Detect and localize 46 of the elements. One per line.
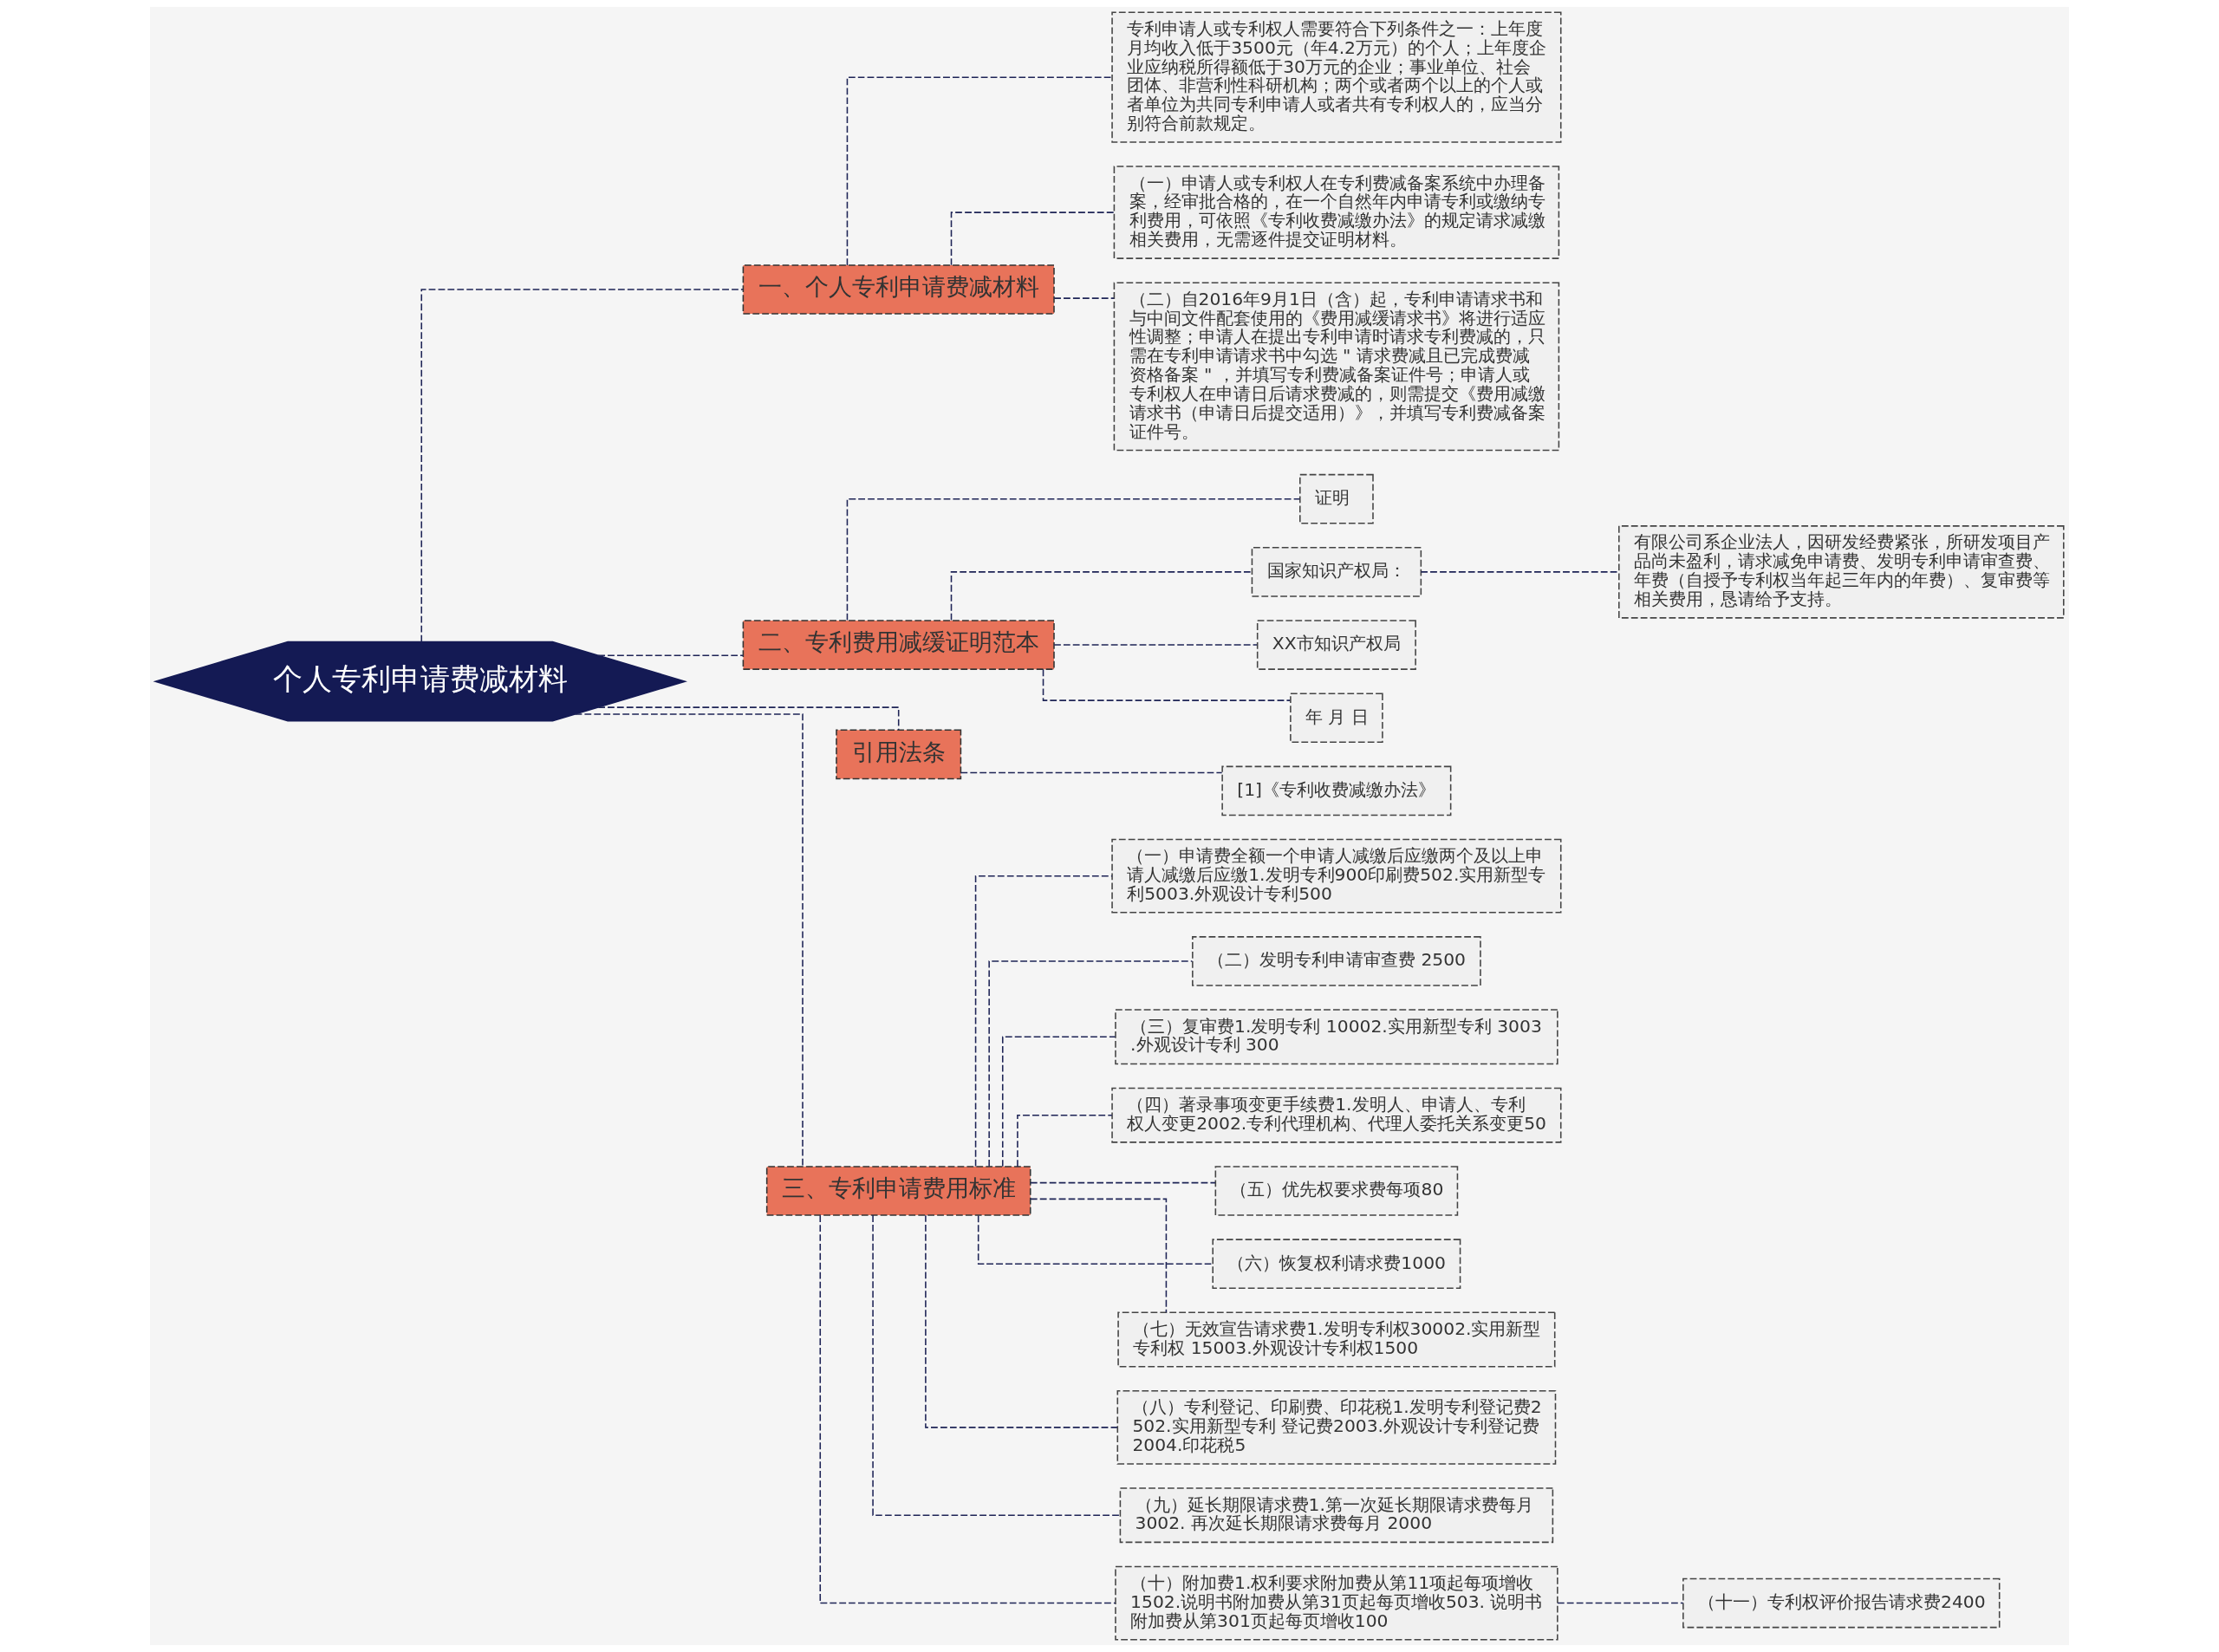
connector	[977, 1214, 1214, 1265]
node-box: （九）延长期限请求费1.第一次延长期限请求费每月 3002. 再次延长期限请求费每月 2000	[1119, 1487, 1554, 1544]
node-box: （二）发明专利申请审查费 2500	[1192, 936, 1481, 986]
node-box: （十一）专利权评价报告请求费2400	[1682, 1577, 2001, 1629]
node-box: [1]《专利收费减缴办法》	[1221, 765, 1452, 816]
connector	[925, 1214, 1118, 1428]
connector	[872, 1214, 1121, 1516]
connector	[1557, 1602, 1684, 1604]
node-box: （一）申请人或专利权人在专利费减备案系统中办理备案，经审批合格的，在一个自然年内申请专利或缴纳专利费用，可依照《专利收费减缴办法》的规定请求减缴相关费用，无需逐件提交证明材料。	[1113, 166, 1560, 259]
connector	[420, 289, 744, 643]
node-box: （四）著录事项变更手续费1.发明人、申请人、专利权人变更2002.专利代理机构、代理人委托关系变更50	[1111, 1087, 1562, 1143]
connector	[1053, 644, 1258, 646]
node-box: （八）专利登记、印刷费、印花税1.发明专利登记费2502.实用新型专利 登记费2003.外观设计专利登记费2004.印花税5	[1116, 1390, 1557, 1465]
connector	[988, 960, 1194, 1167]
node-box: （一）申请费全额一个申请人减缴后应缴两个及以上申请人减缴后应缴1.发明专利900印刷费502.实用新型专利5003.外观设计专利500	[1111, 838, 1562, 914]
node-box: （五）优先权要求费每项80	[1214, 1166, 1459, 1216]
connector	[819, 1214, 1116, 1604]
connector	[1002, 1036, 1116, 1167]
node-box: （二）自2016年9月1日（含）起，专利申请请求书和与中间文件配套使用的《费用减缓请求书》将进行适应性调整；申请人在提出专利申请时请求专利费减的，只需在专利申请请求书中勾选 " 请求费减且已完成费减资格备案 " ，并填写专利费减备案证件号；申请人或专利权人在申请日后请求费减的，则需提交《费用减缴请求书（申请日后提交适用）》，并填写专利费减备案证件号。	[1113, 282, 1560, 452]
node-box: 有限公司系企业法人，因研发经费紧张，所研发项目产品尚未盈利，请求减免申请费、发明专利申请审查费、年费（自授予专利权当年起三年内的年费）、复审费等相关费用，恳请给予支持。	[1618, 525, 2065, 619]
connector	[1017, 1114, 1113, 1167]
node-box: XX市知识产权局	[1256, 620, 1416, 670]
node-box: （三）复审费1.发明专利 10002.实用新型专利 3003.外观设计专利 300	[1115, 1009, 1559, 1065]
connector	[1030, 1198, 1168, 1314]
connector	[1030, 1181, 1216, 1184]
node-box: 国家知识产权局：	[1251, 547, 1422, 597]
node-box: （六）恢复权利请求费1000	[1212, 1239, 1461, 1290]
connector	[1053, 297, 1115, 299]
node-box: 三、专利申请费用标准	[765, 1166, 1031, 1216]
connector	[574, 713, 804, 1167]
connector	[950, 571, 1253, 621]
node-box: （七）无效宣告请求费1.发明专利权30002.实用新型专利权 15003.外观设计专利权1500	[1117, 1311, 1556, 1368]
node-box: 一、个人专利申请费减材料	[742, 264, 1055, 315]
connector	[1042, 668, 1292, 701]
connector	[960, 771, 1223, 774]
connector	[950, 211, 1116, 266]
connector	[597, 654, 745, 656]
node-box: 引用法条	[836, 729, 962, 780]
connector	[846, 76, 1113, 266]
connector	[974, 875, 1113, 1167]
node-box: 年 月 日	[1290, 693, 1383, 744]
node-box: （十）附加费1.权利要求附加费从第11项起每项增收 1502.说明书附加费从第31页起每页增收503. 说明书附加费从第301页起每页增收100	[1115, 1565, 1559, 1641]
node-box: 二、专利费用减缓证明范本	[742, 620, 1055, 670]
node-box: 专利申请人或专利权人需要符合下列条件之一：上年度月均收入低于3500元（年4.2万元）的个人；上年度企业应纳税所得额低于30万元的企业；事业单位、社会团体、非营利性科研机构；两个或者两个以上的个人或者单位为共同专利申请人或者共有专利权人的，应当分别符合前款规定。	[1111, 11, 1562, 143]
connector	[846, 498, 1301, 621]
node-box: 证明	[1299, 473, 1374, 524]
